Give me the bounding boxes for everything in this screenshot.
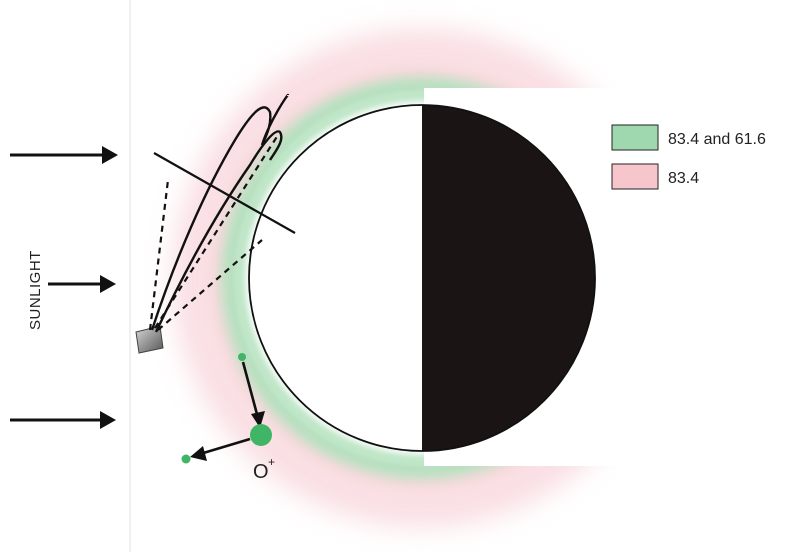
fov-dashed-line-3 xyxy=(157,239,263,331)
ionization-arrow-head xyxy=(251,411,265,428)
legend: 83.4 and 61.6 83.4 xyxy=(611,124,766,190)
escape-arrow-head xyxy=(190,446,207,461)
legend-item-pink: 83.4 xyxy=(611,163,699,190)
scan-trace-upper xyxy=(150,93,290,331)
fov-dashed-line-1 xyxy=(148,179,170,331)
planet-outline xyxy=(248,104,596,452)
legend-label-green: 83.4 and 61.6 xyxy=(668,131,766,148)
legend-item-green: 83.4 and 61.6 xyxy=(611,124,766,151)
legend-swatch-pink xyxy=(611,163,659,190)
oxygen-ion-dot xyxy=(250,424,272,446)
planet-night-side xyxy=(422,105,595,451)
escape-arrow-shaft xyxy=(199,437,251,456)
field-of-view xyxy=(148,93,296,333)
ion-escape: O + xyxy=(181,353,275,483)
neutral-atom-dot xyxy=(238,353,246,361)
legend-swatch-green xyxy=(611,124,659,151)
scan-trace-lower xyxy=(154,130,283,333)
escaped-ion-dot xyxy=(181,454,191,464)
sun-arrow-2-head xyxy=(100,275,116,293)
ion-charge-label: + xyxy=(268,455,275,469)
fov-crossing-line xyxy=(153,152,296,234)
fov-dashed-line-2 xyxy=(154,134,279,329)
sun-arrow-3-head xyxy=(100,411,116,429)
legend-label-pink: 83.4 xyxy=(668,170,699,187)
planet xyxy=(248,104,596,452)
sun-arrow-1-head xyxy=(102,146,118,164)
sunlight-arrows xyxy=(10,146,118,429)
ion-label: O xyxy=(253,461,269,483)
ionization-arrow-shaft xyxy=(241,361,260,419)
sunlight-label: SUNLIGHT xyxy=(27,250,44,330)
